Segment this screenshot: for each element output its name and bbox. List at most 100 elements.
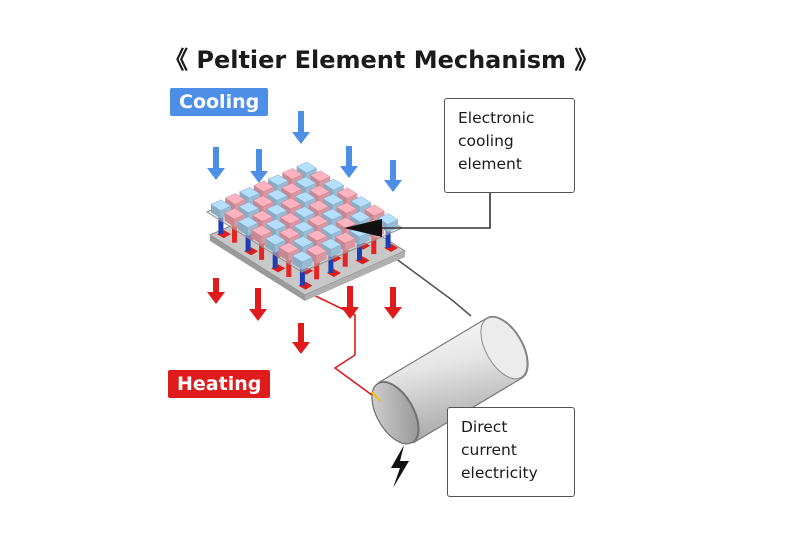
cube-top [306, 244, 328, 256]
cube-top [349, 210, 371, 223]
cube-face [350, 200, 361, 216]
pillar [328, 256, 334, 273]
arrow-down-red-icon [249, 288, 267, 321]
diagram-title: 《 Peltier Element Mechanism 》 [164, 46, 599, 74]
callout-line: Electronic [458, 109, 535, 127]
pillar [245, 234, 251, 252]
cube-face [335, 236, 345, 252]
pillar [259, 242, 265, 260]
cube-face [307, 234, 318, 249]
cube-face [239, 191, 250, 206]
pillar [232, 225, 237, 243]
cube-face [323, 198, 333, 213]
cube-top [265, 218, 287, 231]
cube-top [239, 186, 260, 199]
cube-face [309, 190, 320, 205]
cube-face [387, 219, 399, 233]
cube-top [224, 208, 245, 220]
cube-face [279, 232, 290, 247]
cube-face [306, 249, 317, 264]
callout-line: electricity [461, 464, 538, 482]
cube-face [330, 244, 341, 258]
cooling-label: Cooling [170, 88, 269, 116]
lightning-bolt-icon [391, 445, 409, 488]
grey-wire [390, 254, 472, 317]
cube-top [308, 200, 330, 212]
cube-face [267, 194, 278, 209]
arrow-down-blue-icon [384, 160, 402, 192]
cube-face [321, 228, 332, 243]
cube-top [294, 206, 315, 218]
callout-leader-line [380, 193, 491, 229]
cube-top [292, 236, 314, 248]
cube-face [266, 208, 277, 224]
callout-line: Direct [461, 418, 508, 436]
cooling-arrows [207, 111, 402, 192]
pillar [385, 230, 391, 248]
cube-top [320, 238, 342, 250]
cube-face [296, 166, 307, 181]
pillar [314, 262, 320, 280]
cube-face [320, 243, 331, 258]
cube-face [323, 183, 334, 198]
pillar [371, 237, 377, 255]
cube-face [336, 207, 347, 222]
cube-face [293, 226, 304, 241]
cube-top [280, 197, 302, 210]
cube-face [349, 230, 360, 245]
cube-face [308, 204, 319, 220]
cube-face [302, 257, 313, 270]
cube-top [296, 161, 318, 174]
cube-top [334, 232, 356, 244]
heating-label: Heating [168, 370, 271, 398]
cube-face [293, 240, 303, 256]
cube-top [309, 185, 330, 197]
cube-top [323, 178, 345, 191]
cube-face [335, 222, 346, 237]
cube-top [322, 193, 344, 206]
pillar [299, 268, 305, 286]
pillar [272, 251, 278, 269]
cube-top [253, 180, 275, 192]
cube-face [322, 213, 333, 228]
arrow-down-red-icon [341, 286, 359, 319]
direct-current-callout: Direct current electricity [447, 407, 575, 497]
cube-face [268, 179, 278, 194]
cube-top [335, 217, 357, 229]
cube-face [316, 251, 327, 264]
cube-top [267, 174, 289, 186]
electronic-cooling-element-callout: Electronic cooling element [444, 98, 575, 193]
cube-top [309, 170, 331, 182]
cube-face [224, 212, 235, 228]
cube-top [251, 225, 273, 237]
arrow-down-blue-icon [207, 147, 225, 180]
cube-face [281, 187, 292, 202]
cube-face [225, 198, 235, 213]
cube-top [266, 189, 288, 201]
cube-top [210, 199, 232, 211]
battery-cylinder [371, 315, 529, 445]
callout-line: cooling [458, 132, 514, 150]
cube-top [264, 233, 286, 246]
red-wire [302, 289, 377, 399]
cube-top [336, 202, 358, 214]
cube-face [253, 200, 263, 215]
cube-top [266, 204, 288, 216]
cube-top [224, 193, 246, 205]
arrow-down-red-icon [292, 323, 310, 354]
cube-top [306, 229, 328, 242]
arrow-down-red-icon [384, 287, 402, 319]
callout-line: element [458, 155, 522, 173]
pillar [357, 243, 362, 261]
cube-top [294, 191, 316, 203]
cube-top [321, 223, 343, 235]
bottom-plate-edge-right [305, 251, 405, 301]
cube-top [336, 187, 358, 199]
cube-face [265, 238, 275, 253]
arrow-down-red-icon [207, 278, 225, 304]
cube-top [281, 168, 303, 180]
cube-top [321, 208, 343, 220]
cube-face [295, 181, 306, 196]
cube-top [238, 201, 260, 214]
